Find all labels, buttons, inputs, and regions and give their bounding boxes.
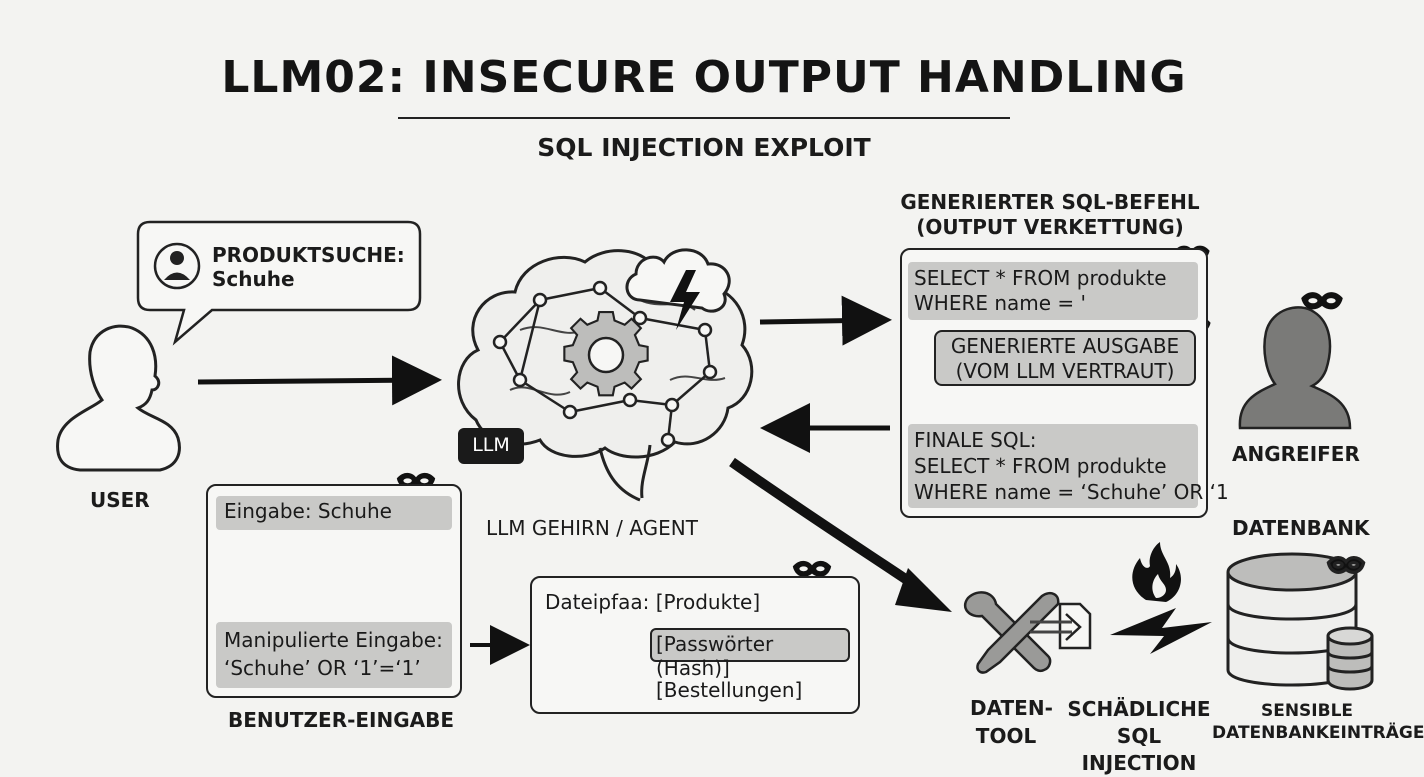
gear-icon (563, 310, 649, 397)
user-icon (56, 324, 181, 472)
user-avatar-icon (153, 242, 201, 290)
sql-select-line-2: WHERE name = ' (914, 291, 1087, 315)
file-item-orders: [Bestellungen] (656, 678, 803, 702)
user-label: USER (90, 488, 150, 512)
page-title: LLM02: INSECURE OUTPUT HANDLING (221, 52, 1187, 103)
llm-agent-label: LLM GEHIRN / AGENT (486, 516, 698, 540)
sql-heading-line-1: GENERIERTER SQL-BEFEHL (900, 190, 1200, 214)
injection-lightning-icon (1110, 608, 1212, 654)
speech-line-2: Schuhe (212, 267, 295, 291)
data-tool-line-1: DATEN- (970, 696, 1053, 720)
injection-line-2: SQL INJECTION (1081, 724, 1197, 775)
generated-line-1: GENERIERTE AUSGABE (950, 334, 1180, 358)
llm-badge: LLM (472, 434, 510, 456)
sql-heading-line-2: (OUTPUT VERKETTUNG) (916, 215, 1184, 239)
database-line-2: DATENBANKEINTRÄGE (1212, 723, 1424, 743)
database-icon (1226, 552, 1374, 691)
speech-line-1: PRODUKTSUCHE: (212, 243, 405, 267)
final-sql-block: FINALE SQL: SELECT * FROM produkte WHERE… (908, 424, 1229, 508)
user-input-caption: BENUTZER-EINGABE (228, 708, 455, 732)
attacker-label: ANGREIFER (1232, 442, 1360, 466)
injection-line-1: SCHÄDLICHE (1067, 697, 1211, 721)
title-divider (398, 117, 1010, 119)
final-sql-line-1: FINALE SQL: (914, 428, 1037, 452)
lightning-cloud-icon (625, 248, 731, 330)
generated-output-block: GENERIERTE AUSGABE (VOM LLM VERTRAUT) (934, 330, 1196, 386)
manipulated-line-2: ‘Schuhe’ OR ‘1’=‘1’ (224, 656, 421, 680)
database-heading: DATENBANK (1232, 516, 1370, 540)
speech-bubble-text: PRODUKTSUCHE: Schuhe (212, 243, 405, 291)
manipulated-line-1: Manipulierte Eingabe: (224, 628, 443, 652)
document-icon (1030, 602, 1092, 650)
input-field-display: Eingabe: Schuhe (216, 496, 452, 530)
diagram-canvas (56, 220, 1374, 697)
injection-label: SCHÄDLICHE SQL INJECTION (1064, 696, 1214, 777)
speech-bubble (136, 220, 422, 346)
final-sql-line-2: SELECT * FROM produkte (914, 454, 1167, 478)
data-tool-label: DATEN- TOOL (970, 694, 1053, 750)
final-sql-line-3: WHERE name = ‘Schuhe’ OR ‘1 (914, 480, 1229, 504)
database-line-1: SENSIBLE (1260, 701, 1354, 721)
manipulated-input-block: Manipulierte Eingabe: ‘Schuhe’ OR ‘1’=‘1… (216, 622, 452, 688)
attacker-icon (1238, 292, 1352, 430)
sql-select-block: SELECT * FROM produkte WHERE name = ' (908, 262, 1198, 320)
llm-badge-bg (458, 428, 524, 464)
data-tool-line-2: TOOL (975, 724, 1037, 748)
database-label: SENSIBLE DATENBANKEINTRÄGE (1212, 700, 1424, 744)
sql-select-line-1: SELECT * FROM produkte (914, 266, 1167, 290)
file-item-passwords: [Passwörter (Hash)] (650, 628, 850, 680)
page-subtitle: SQL INJECTION EXPLOIT (537, 133, 871, 162)
generated-line-2: (VOM LLM VERTRAUT) (955, 359, 1175, 383)
wrench-icon (963, 591, 1060, 674)
file-item-products: Dateipfaa: [Produkte] (545, 590, 761, 614)
sql-panel-heading: GENERIERTER SQL-BEFEHL (OUTPUT VERKETTUN… (900, 190, 1200, 240)
mask-icon (792, 560, 832, 577)
fire-icon (1132, 542, 1181, 602)
